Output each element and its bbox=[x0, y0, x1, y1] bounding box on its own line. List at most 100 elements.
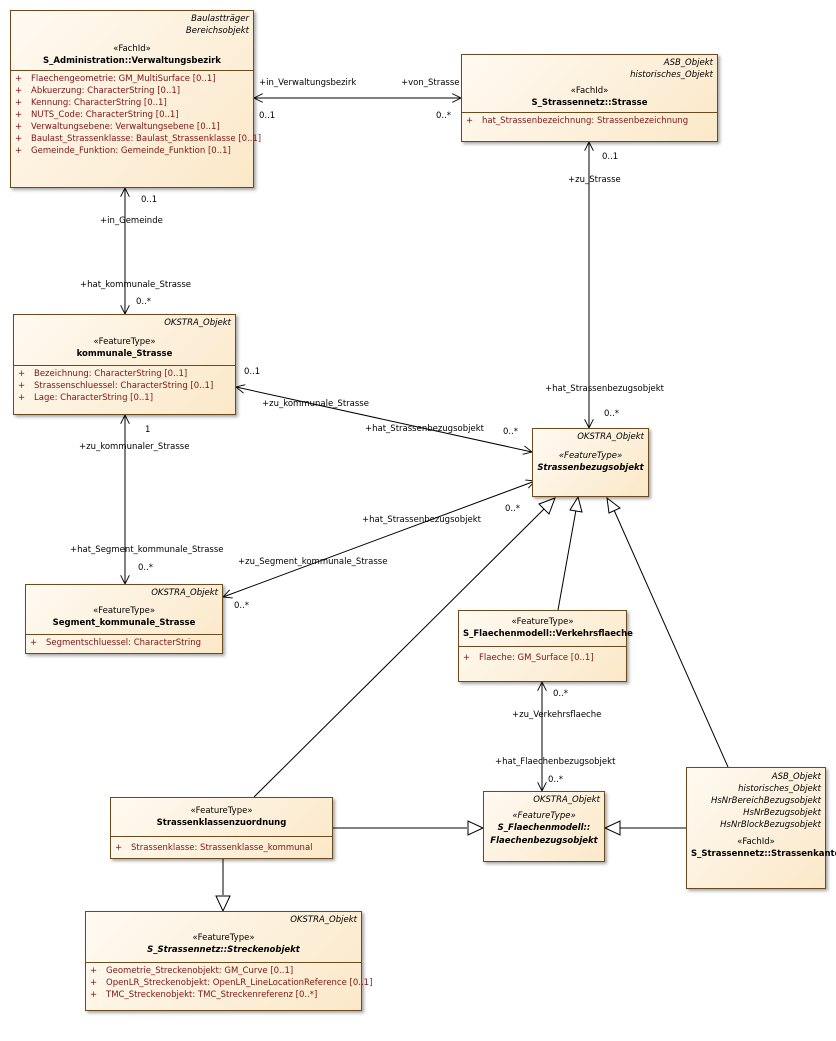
attribute-row[interactable]: +Baulast_Strassenklasse: Baulast_Strasse… bbox=[15, 134, 262, 144]
class-name: S_Strassennetz::Strassenkante bbox=[691, 849, 836, 859]
attribute-row[interactable]: +Lage: CharacterString [0..1] bbox=[18, 393, 154, 403]
gen-arrowhead-5 bbox=[603, 820, 621, 836]
class-kommunale-strasse[interactable]: OKSTRA_Objekt «FeatureType» kommunale_St… bbox=[13, 314, 236, 415]
class-streckenobjekt[interactable]: OKSTRA_Objekt «FeatureType» S_Strassenne… bbox=[85, 911, 373, 1011]
gen-arrowhead-3 bbox=[606, 496, 621, 514]
stereotype-label: «FachId» bbox=[737, 837, 775, 847]
multiplicity-label: 0..* bbox=[505, 504, 521, 514]
tag-historisches-objekt: historisches_Objekt bbox=[630, 70, 713, 80]
role-label: +in_Verwaltungsbezirk bbox=[259, 78, 357, 88]
attribute-row[interactable]: +Flaeche: GM_Surface [0..1] bbox=[463, 653, 594, 663]
tag-okstra-objekt: OKSTRA_Objekt bbox=[577, 432, 644, 442]
gen-arrowhead-2 bbox=[569, 495, 583, 513]
attribute-row[interactable]: +hat_Strassenbezeichnung: Strassenbezeic… bbox=[466, 116, 689, 126]
multiplicity-label: 0..* bbox=[503, 427, 519, 437]
multiplicity-label: 1 bbox=[145, 425, 151, 435]
tag-asb-objekt: ASB_Objekt bbox=[771, 772, 821, 782]
attribute-row[interactable]: +NUTS_Code: CharacterString [0..1] bbox=[15, 110, 179, 120]
attribute-row[interactable]: +Abkuerzung: CharacterString [0..1] bbox=[15, 86, 181, 96]
stereotype-label: «FeatureType» bbox=[512, 811, 576, 821]
attribute-row[interactable]: +Bezeichnung: CharacterString [0..1] bbox=[18, 369, 188, 379]
stereotype-label: «FeatureType» bbox=[558, 451, 623, 461]
gen-arrowhead-1 bbox=[538, 497, 556, 515]
stereotype-label: «FeatureType» bbox=[92, 606, 156, 616]
class-name: S_Administration::Verwaltungsbezirk bbox=[43, 56, 221, 66]
stereotype-label: «FeatureType» bbox=[93, 337, 156, 347]
attribute-row[interactable]: +Flaechengeometrie: GM_MultiSurface [0..… bbox=[15, 74, 216, 84]
tag-hsnr-bezugsobjekt: HsNrBezugsobjekt bbox=[743, 808, 821, 818]
attribute-row[interactable]: +Geometrie_Streckenobjekt: GM_Curve [0..… bbox=[90, 966, 294, 976]
class-name: Segment_kommunale_Strasse bbox=[52, 618, 196, 628]
class-name: S_Strassennetz::Strasse bbox=[531, 98, 648, 108]
gen-strassenklassenzuordnung-strassenbezugsobjekt[interactable] bbox=[253, 508, 545, 798]
stereotype-label: «FachId» bbox=[570, 86, 609, 96]
class-name: Strassenklassenzuordnung bbox=[156, 818, 287, 828]
role-label: +hat_Segment_kommunale_Strasse bbox=[70, 545, 224, 555]
gen-strassenkante-strassenbezugsobjekt[interactable] bbox=[613, 509, 729, 768]
gen-arrowhead-4 bbox=[467, 820, 485, 836]
multiplicity-label: 0..* bbox=[436, 111, 452, 121]
class-verwaltungsbezirk[interactable]: Baulastträger Bereichsobjekt «FachId» S_… bbox=[10, 10, 262, 188]
stereotype-label: «FeatureType» bbox=[190, 806, 253, 816]
tag-okstra-objekt: OKSTRA_Objekt bbox=[533, 795, 600, 805]
attribute-list: +Flaeche: GM_Surface [0..1] bbox=[459, 646, 626, 666]
class-name: S_Flaechenmodell:: Flaechenbezugsobjekt bbox=[490, 823, 598, 846]
tag-baulasttraeger: Baulastträger bbox=[191, 14, 249, 24]
multiplicity-label: 0..1 bbox=[602, 152, 619, 162]
role-label: +hat_Strassenbezugsobjekt bbox=[365, 424, 484, 434]
role-label: +hat_kommunale_Strasse bbox=[80, 280, 192, 290]
tag-historisches-objekt: historisches_Objekt bbox=[738, 784, 821, 794]
class-flaechenbezugsobjekt[interactable]: OKSTRA_Objekt «FeatureType» S_Flaechenmo… bbox=[483, 791, 605, 862]
class-strasse[interactable]: ASB_Objekt historisches_Objekt «FachId» … bbox=[461, 54, 718, 142]
attribute-row[interactable]: +OpenLR_Streckenobjekt: OpenLR_LineLocat… bbox=[90, 978, 373, 988]
class-name: Strassenbezugsobjekt bbox=[537, 463, 644, 473]
role-label: +in_Gemeinde bbox=[100, 216, 163, 226]
role-label: +zu_Strasse bbox=[568, 175, 621, 185]
attribute-row[interactable]: +Segmentschluessel: CharacterString bbox=[30, 638, 202, 648]
attribute-row[interactable]: +Strassenklasse: Strassenklasse_kommunal bbox=[115, 843, 313, 853]
role-label: +zu_Segment_kommunale_Strasse bbox=[238, 557, 388, 567]
stereotype-label: «FeatureType» bbox=[192, 933, 255, 943]
role-label: +hat_Strassenbezugsobjekt bbox=[545, 384, 664, 394]
class-strassenklassenzuordnung[interactable]: «FeatureType» Strassenklassenzuordnung +… bbox=[110, 797, 333, 859]
attribute-list: +Segmentschluessel: CharacterString bbox=[26, 634, 222, 651]
assoc-segment-strassenbezugsobjekt[interactable] bbox=[223, 481, 535, 597]
class-strassenkante[interactable]: ASB_Objekt historisches_Objekt HsNrBerei… bbox=[686, 767, 836, 889]
tag-bereichsobjekt: Bereichsobjekt bbox=[185, 26, 249, 36]
attribute-row[interactable]: +TMC_Streckenobjekt: TMC_Streckenreferen… bbox=[90, 990, 318, 1000]
attribute-row[interactable]: +Strassenschluessel: CharacterString [0.… bbox=[18, 381, 214, 391]
tag-okstra-objekt: OKSTRA_Objekt bbox=[164, 318, 231, 328]
attribute-list: +Flaechengeometrie: GM_MultiSurface [0..… bbox=[11, 70, 262, 159]
multiplicity-label: 0..* bbox=[234, 601, 250, 611]
multiplicity-label: 0..1 bbox=[244, 367, 261, 377]
gen-arrowhead-6 bbox=[215, 895, 231, 913]
multiplicity-label: 0..* bbox=[136, 297, 152, 307]
multiplicity-label: 0..1 bbox=[141, 195, 158, 205]
role-label: +hat_Strassenbezugsobjekt bbox=[362, 515, 481, 525]
class-verkehrsflaeche[interactable]: «FeatureType» S_Flaechenmodell::Verkehrs… bbox=[458, 610, 633, 682]
attribute-row[interactable]: +Gemeinde_Funktion: Gemeinde_Funktion [0… bbox=[15, 146, 231, 156]
class-name: S_Strassennetz::Streckenobjekt bbox=[147, 945, 300, 955]
attribute-list: +Strassenklasse: Strassenklasse_kommunal bbox=[111, 836, 332, 856]
role-label: +zu_kommunaler_Strasse bbox=[79, 442, 190, 452]
attribute-row[interactable]: +Verwaltungsebene: Verwaltungsebene [0..… bbox=[15, 122, 220, 132]
stereotype-label: «FeatureType» bbox=[511, 617, 574, 627]
attribute-row[interactable]: +Kennung: CharacterString [0..1] bbox=[15, 98, 167, 108]
role-label: +zu_Verkehrsflaeche bbox=[512, 710, 602, 720]
attribute-list: +Geometrie_Streckenobjekt: GM_Curve [0..… bbox=[86, 962, 373, 1003]
multiplicity-label: 0..1 bbox=[259, 111, 276, 121]
gen-verkehrsflaeche-strassenbezugsobjekt[interactable] bbox=[557, 509, 577, 611]
multiplicity-label: 0..* bbox=[604, 409, 620, 419]
attribute-list: +Bezeichnung: CharacterString [0..1] +St… bbox=[14, 365, 235, 406]
multiplicity-label: 0..* bbox=[138, 563, 154, 573]
assoc-kommunale-strasse-strassenbezugsobjekt[interactable] bbox=[236, 387, 532, 452]
tag-asb-objekt: ASB_Objekt bbox=[663, 58, 713, 68]
class-name: kommunale_Strasse bbox=[76, 349, 173, 359]
tag-hsnr-block-bezugsobjekt: HsNrBlockBezugsobjekt bbox=[720, 820, 821, 830]
multiplicity-label: 0..* bbox=[548, 775, 564, 785]
class-strassenbezugsobjekt[interactable]: OKSTRA_Objekt «FeatureType» Strassenbezu… bbox=[532, 428, 649, 497]
attribute-list: +hat_Strassenbezeichnung: Strassenbezeic… bbox=[462, 112, 717, 129]
tag-okstra-objekt: OKSTRA_Objekt bbox=[290, 915, 357, 925]
class-segment-kommunale-strasse[interactable]: OKSTRA_Objekt «FeatureType» Segment_komm… bbox=[25, 584, 223, 654]
